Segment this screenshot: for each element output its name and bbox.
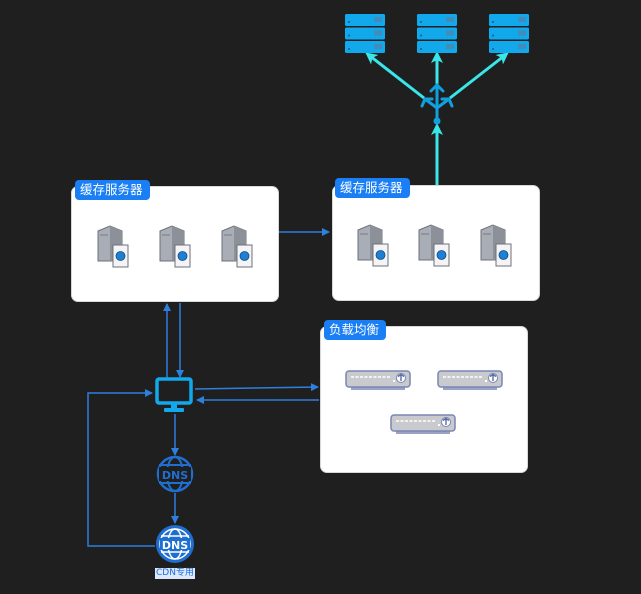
server-rack-icon	[489, 14, 529, 53]
origin-server-2[interactable]	[417, 14, 457, 58]
client-monitor[interactable]	[155, 377, 195, 419]
group-label-load-balancer: 负载均衡	[324, 320, 387, 340]
edge-client-to-load-balancer	[194, 383, 319, 392]
dns-globe-icon: DNS	[156, 455, 194, 493]
fan-out-junction-icon	[420, 82, 454, 125]
monitor-icon	[155, 377, 193, 412]
cache-server-icon	[418, 224, 450, 267]
dns-server-local[interactable]: DNS	[156, 455, 194, 497]
group-load-balancer[interactable]	[320, 326, 528, 473]
cache-server-node[interactable]	[417, 224, 451, 272]
cache-server-icon	[221, 225, 253, 268]
load-balancer-icon	[437, 370, 503, 390]
edge-dns-cdn-to-client	[87, 389, 155, 547]
cache-server-icon	[480, 224, 512, 267]
edge-splitter-to-origin-1	[365, 52, 425, 100]
group-cache-left[interactable]	[71, 186, 279, 302]
group-cache-right[interactable]	[332, 185, 540, 301]
edge-splitter-to-origin-3	[449, 52, 509, 100]
load-balancer-icon	[345, 370, 411, 390]
dns-text: DNS	[162, 469, 188, 482]
cache-server-node[interactable]	[158, 225, 192, 273]
cache-server-node[interactable]	[479, 224, 513, 272]
origin-server-1[interactable]	[345, 14, 385, 58]
load-balancer-device[interactable]	[390, 414, 456, 440]
cache-server-node[interactable]	[356, 224, 390, 272]
dns-server-cdn[interactable]: DNS	[155, 524, 195, 568]
group-label-cache-left: 缓存服务器	[75, 180, 150, 200]
group-label-cache-right: 缓存服务器	[335, 178, 410, 198]
dns-globe-icon: DNS	[156, 525, 194, 563]
cache-server-icon	[159, 225, 191, 268]
cache-server-node[interactable]	[220, 225, 254, 273]
load-balancer-device[interactable]	[437, 370, 503, 396]
server-rack-icon	[417, 14, 457, 53]
dns-cdn-caption: CDN专用	[155, 568, 195, 579]
load-balancer-icon	[390, 414, 456, 434]
cache-server-icon	[357, 224, 389, 267]
cache-server-node[interactable]	[96, 225, 130, 273]
server-rack-icon	[345, 14, 385, 53]
dns-text: DNS	[162, 539, 188, 552]
load-balancer-device[interactable]	[345, 370, 411, 396]
origin-server-3[interactable]	[489, 14, 529, 58]
cache-server-icon	[97, 225, 129, 268]
